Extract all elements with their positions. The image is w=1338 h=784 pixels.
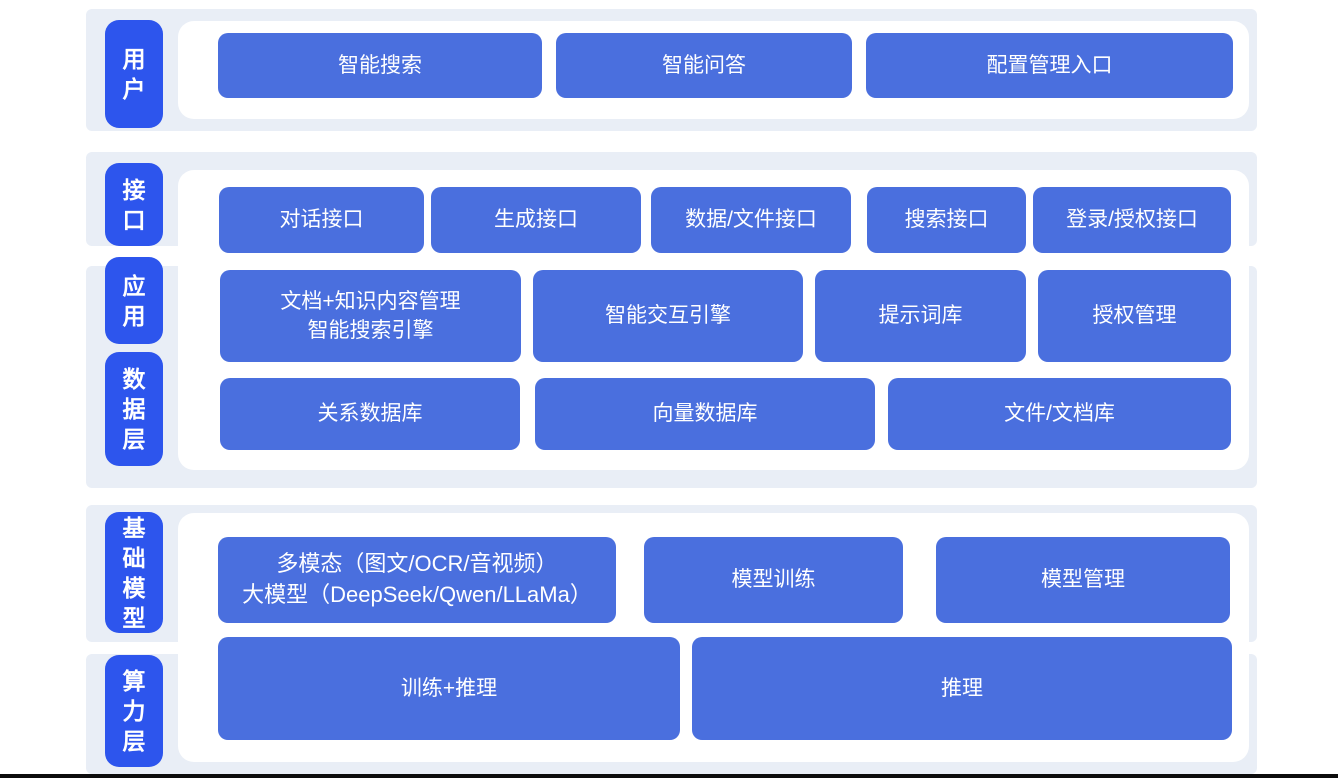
node-model-management: 模型管理 [936, 537, 1230, 623]
bottom-border-line [0, 774, 1338, 778]
layer-label-compute: 算力层 [105, 655, 163, 767]
node-doc-knowledge-search-engine: 文档+知识内容管理 智能搜索引擎 [220, 270, 521, 362]
node-multimodal-llm: 多模态（图文/OCR/音视频） 大模型（DeepSeek/Qwen/LLaMa） [218, 537, 616, 623]
layer-label-interface-text: 接口 [122, 176, 146, 233]
layer-label-user: 用户 [105, 20, 163, 128]
node-prompt-library: 提示词库 [815, 270, 1026, 362]
node-inference: 推理 [692, 637, 1232, 740]
layer-label-user-text: 用户 [122, 46, 146, 102]
node-vector-db: 向量数据库 [535, 378, 875, 450]
node-training-inference: 训练+推理 [218, 637, 680, 740]
node-relational-db: 关系数据库 [220, 378, 520, 450]
node-smart-search: 智能搜索 [218, 33, 542, 98]
layer-label-foundation-model-text: 基础模型 [122, 514, 146, 631]
node-smart-qa: 智能问答 [556, 33, 852, 98]
node-auth-management: 授权管理 [1038, 270, 1231, 362]
layer-label-compute-text: 算力层 [122, 668, 146, 754]
layer-label-data-text: 数据层 [122, 366, 146, 452]
node-search-api: 搜索接口 [867, 187, 1026, 253]
layer-label-application-text: 应用 [122, 272, 146, 329]
node-data-file-api: 数据/文件接口 [651, 187, 851, 253]
node-file-doc-store: 文件/文档库 [888, 378, 1231, 450]
layer-label-foundation-model: 基础模型 [105, 512, 163, 633]
layer-label-data: 数据层 [105, 352, 163, 466]
node-generation-api: 生成接口 [431, 187, 641, 253]
node-config-entry: 配置管理入口 [866, 33, 1233, 98]
node-dialog-api: 对话接口 [219, 187, 424, 253]
node-model-training: 模型训练 [644, 537, 903, 623]
layer-label-interface: 接口 [105, 163, 163, 246]
node-login-auth-api: 登录/授权接口 [1033, 187, 1231, 253]
layer-label-application: 应用 [105, 257, 163, 344]
node-smart-interaction-engine: 智能交互引擎 [533, 270, 803, 362]
